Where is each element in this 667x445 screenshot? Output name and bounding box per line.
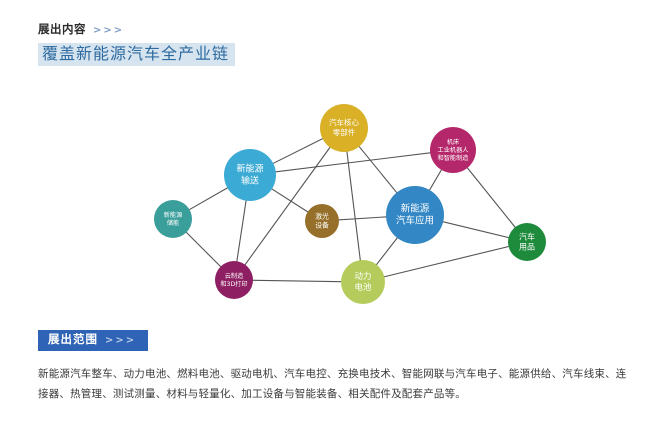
node-label: 新能源 (164, 211, 183, 219)
chevron-right-icon: >>> (105, 335, 137, 346)
node-label: 新能源 (401, 202, 430, 214)
node-layer: 汽车核心零部件机床工业机器人和智能制造新能源输送新能源储能激光设备新能源汽车应用… (154, 104, 546, 304)
node-circle[interactable] (386, 186, 444, 244)
graph-edge (270, 187, 309, 213)
node-circle[interactable] (508, 223, 546, 261)
scope-banner: 展出范围 >>> (38, 330, 149, 351)
exhibit-content-section: 展出内容 >>> 覆盖新能源汽车全产业链 (38, 22, 618, 66)
graph-edge (442, 221, 510, 239)
graph-node-battery[interactable]: 动力电池 (341, 260, 385, 304)
node-label: 设备 (315, 220, 329, 229)
scope-banner-label: 展出范围 (48, 332, 98, 346)
network-graph: 汽车核心零部件机床工业机器人和智能制造新能源输送新能源储能激光设备新能源汽车应用… (154, 104, 546, 304)
scope-body-text: 新能源汽车整车、动力电池、燃料电池、驱动电机、汽车电控、充换电技术、智能网联与汽… (38, 364, 636, 404)
graph-edge (272, 137, 324, 165)
graph-edge (466, 166, 517, 229)
graph-edge (383, 245, 510, 278)
scope-text-line: 新能源汽车整车、动力电池、燃料电池、驱动电机、汽车电控、充换电技术、智能网联与汽… (38, 368, 627, 380)
graph-edge (188, 186, 229, 211)
exhibit-scope-section: 展出范围 >>> 新能源汽车整车、动力电池、燃料电池、驱动电机、汽车电控、充换电… (38, 328, 638, 404)
graph-edge (185, 231, 222, 268)
scope-text-line: 接器、热管理、测试测量、材料与轻量化、加工设备与智能装备、相关配件及配套产品等。 (38, 388, 466, 400)
node-circle[interactable] (341, 260, 385, 304)
node-label: 汽车 (519, 231, 535, 241)
eyebrow-label: 展出内容 (38, 22, 86, 36)
node-circle[interactable] (430, 127, 476, 173)
eyebrow: 展出内容 >>> (38, 22, 618, 36)
node-label: 储能 (167, 219, 179, 227)
graph-edge (337, 216, 388, 221)
graph-edge (428, 168, 443, 192)
node-label: 汽车应用 (396, 215, 434, 227)
node-label: 云制造 (225, 272, 244, 280)
node-label: 和智能制造 (438, 154, 469, 162)
node-label: 电池 (354, 282, 372, 293)
node-label: 汽车核心 (329, 117, 359, 127)
page-title: 覆盖新能源汽车全产业链 (42, 44, 230, 63)
graph-edge (274, 152, 432, 173)
node-circle[interactable] (154, 200, 192, 238)
edge-layer (185, 137, 517, 283)
graph-edge (358, 145, 398, 194)
graph-edge (236, 199, 247, 263)
node-label: 零部件 (333, 127, 356, 137)
node-label: 用品 (519, 243, 535, 252)
node-circle[interactable] (320, 104, 368, 152)
node-circle[interactable] (215, 261, 253, 299)
node-label: 输送 (241, 174, 259, 186)
page-title-row: 覆盖新能源汽车全产业链 (38, 43, 236, 66)
node-label: 动力 (354, 271, 371, 282)
graph-edge (375, 236, 399, 266)
node-label: 新能源 (236, 163, 263, 175)
node-circle[interactable] (305, 204, 339, 238)
node-label: 激光 (315, 212, 329, 221)
node-label: 工业机器人 (438, 146, 469, 154)
industry-chain-diagram: 汽车核心零部件机床工业机器人和智能制造新能源输送新能源储能激光设备新能源汽车应用… (0, 80, 667, 320)
node-circle[interactable] (224, 149, 276, 201)
graph-edge (251, 279, 343, 283)
node-label: 和3D打印 (220, 280, 247, 288)
page-title-highlight: 覆盖新能源汽车全产业链 (38, 43, 236, 66)
node-label: 机床 (447, 138, 459, 146)
graph-edge (346, 150, 361, 262)
chevron-right-icon: >>> (93, 25, 125, 36)
